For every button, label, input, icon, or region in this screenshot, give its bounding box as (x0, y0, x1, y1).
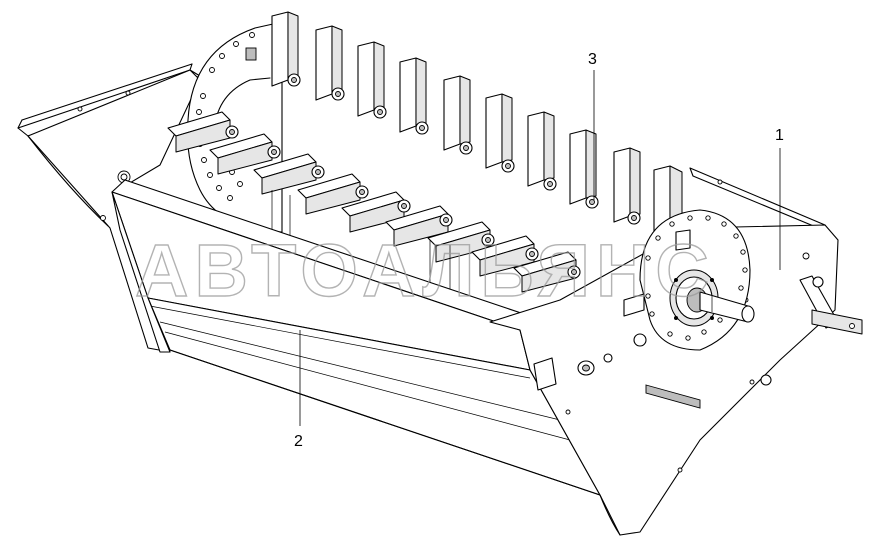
rotor-blade-row-front (167, 111, 581, 293)
blade-horizontal (427, 221, 495, 263)
blade-pair (443, 75, 473, 155)
watermark-text: АВТОАЛЬЯНС (135, 229, 715, 312)
blade-pair (399, 57, 429, 135)
callout-3: 3 (588, 51, 597, 200)
plate-fittings (533, 229, 772, 409)
drive-shaft (699, 291, 755, 323)
blade-pair (271, 11, 301, 87)
tension-lever (799, 275, 863, 335)
blade-pair (613, 147, 641, 225)
front-trough (111, 179, 601, 496)
callout-1-number: 1 (775, 127, 784, 144)
blade-pair (485, 93, 515, 173)
blade-pair (527, 111, 557, 191)
callout-2-number: 2 (294, 433, 303, 450)
callout-3-number: 3 (588, 51, 597, 68)
right-disc-holes (645, 215, 748, 341)
blade-horizontal (167, 111, 239, 153)
rotor-blade-row-top (271, 11, 683, 239)
callout-1: 1 (775, 127, 784, 270)
blade-pair (569, 129, 599, 209)
blade-horizontal (513, 251, 581, 293)
blade-pair (357, 41, 387, 119)
blade-horizontal (385, 205, 453, 247)
callout-2: 2 (294, 330, 303, 450)
blade-horizontal (253, 153, 325, 195)
blade-pair (315, 25, 345, 101)
blade-horizontal (297, 173, 369, 215)
blade-horizontal (209, 133, 281, 175)
